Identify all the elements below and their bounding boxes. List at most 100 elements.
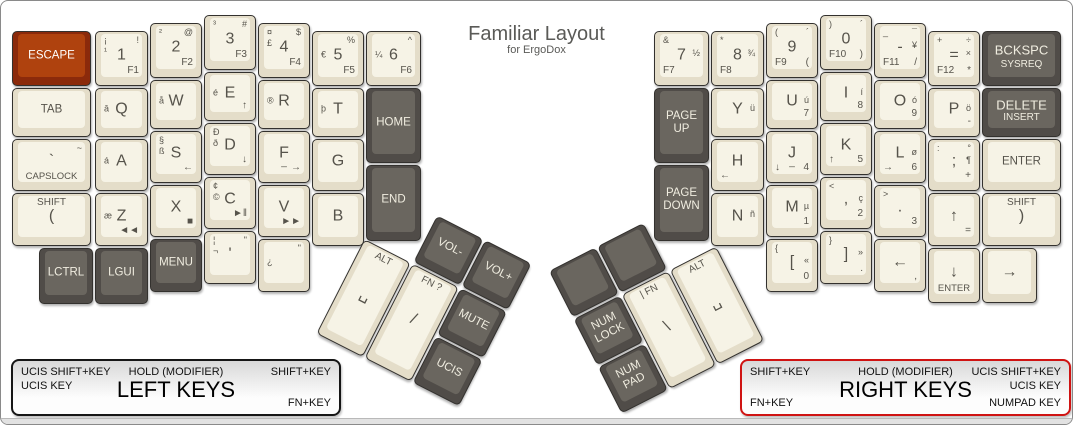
key-label: 7 (803, 108, 809, 119)
keycap: PAGE UP (660, 91, 703, 154)
key-label: → (1001, 263, 1018, 281)
key-shift-right[interactable]: SHIFT) (982, 193, 1061, 246)
key-k[interactable]: K↑5 (820, 123, 872, 175)
keycap (603, 228, 658, 283)
key-label: _ (789, 157, 795, 168)
key-label: £ (267, 38, 273, 48)
keycap: {«[0 (772, 242, 812, 283)
key-escape[interactable]: ESCAPE (12, 31, 91, 86)
key-c[interactable]: ¢©C►‖ (204, 177, 256, 229)
key-label: / (914, 57, 917, 68)
key-arrow-up[interactable]: ↑= (928, 193, 980, 246)
key-r[interactable]: ®R (258, 80, 310, 129)
key-left-bracket[interactable]: {«[0 (766, 239, 818, 292)
key-label: ; (951, 152, 957, 170)
key-page-down[interactable]: PAGE DOWN (654, 165, 709, 241)
key-v[interactable]: V►► (258, 185, 310, 237)
keycap: J_↓4 (772, 134, 812, 174)
keycap: ↓ENTER (934, 251, 974, 294)
key-b[interactable]: B (312, 193, 364, 246)
key-label: ² (159, 27, 162, 37)
key-label: U (786, 92, 798, 110)
key-minus[interactable]: _¯¥-F11/ (874, 23, 926, 78)
key-lgui[interactable]: LGUI (95, 248, 148, 304)
key-inverted-question[interactable]: ¿" (258, 239, 310, 292)
key-label: ►‖ (232, 208, 247, 219)
key-label: < (829, 181, 835, 191)
key-label: © (213, 192, 220, 202)
key-semicolon[interactable]: :°¶;+ (928, 139, 980, 191)
key-label: ← (183, 162, 193, 173)
key-label: LCTRL (47, 266, 85, 279)
key-label: ~ (76, 143, 82, 153)
key-end[interactable]: END (366, 165, 421, 241)
key-equals[interactable]: +÷×=F12* (928, 31, 980, 86)
key-home[interactable]: HOME (366, 88, 421, 163)
key-menu[interactable]: MENU (150, 239, 202, 292)
key-label: CAPSLOCK (25, 170, 78, 182)
key-page-up[interactable]: PAGE UP (654, 88, 709, 163)
key-label: S (170, 144, 182, 162)
key-label: ↑ (950, 207, 958, 225)
key-enter[interactable]: ENTER (982, 139, 1061, 191)
key-h[interactable]: H← (711, 139, 764, 191)
key-lctrl[interactable]: LCTRL (39, 248, 93, 304)
key-label: ç (858, 192, 864, 203)
key-arrow-right[interactable]: → (982, 248, 1037, 303)
key-label: PAGE UP (665, 109, 698, 135)
key-f[interactable]: F_→ (258, 131, 310, 183)
legend-right-ucis-key: UCIS KEY (1009, 380, 1061, 392)
key-arrow-left[interactable]: ←, (874, 239, 926, 292)
key-shift-left[interactable]: SHIFT( (12, 193, 91, 246)
key-apostrophe[interactable]: ¦¬"' (204, 231, 256, 284)
key-label: \ (661, 318, 673, 336)
key-g[interactable]: G (312, 139, 364, 191)
keycap: F_→ (264, 134, 304, 174)
key-j[interactable]: J_↓4 (766, 131, 818, 183)
keycap: ®R (264, 83, 304, 120)
key-period[interactable]: >.3 (874, 185, 926, 237)
key-label: BCKSPC (994, 42, 1049, 58)
key-capslock[interactable]: ~`CAPSLOCK (12, 139, 91, 191)
key-x[interactable]: X■ (150, 185, 202, 237)
key-comma[interactable]: <ç,2 (820, 177, 872, 229)
key-label: ↓ (950, 263, 958, 281)
key-right-bracket[interactable]: }»]. (820, 231, 872, 284)
key-arrow-down[interactable]: ↓ENTER (928, 248, 980, 303)
keycap: LGUI (101, 251, 142, 295)
key-tab[interactable]: TAB (12, 88, 91, 137)
